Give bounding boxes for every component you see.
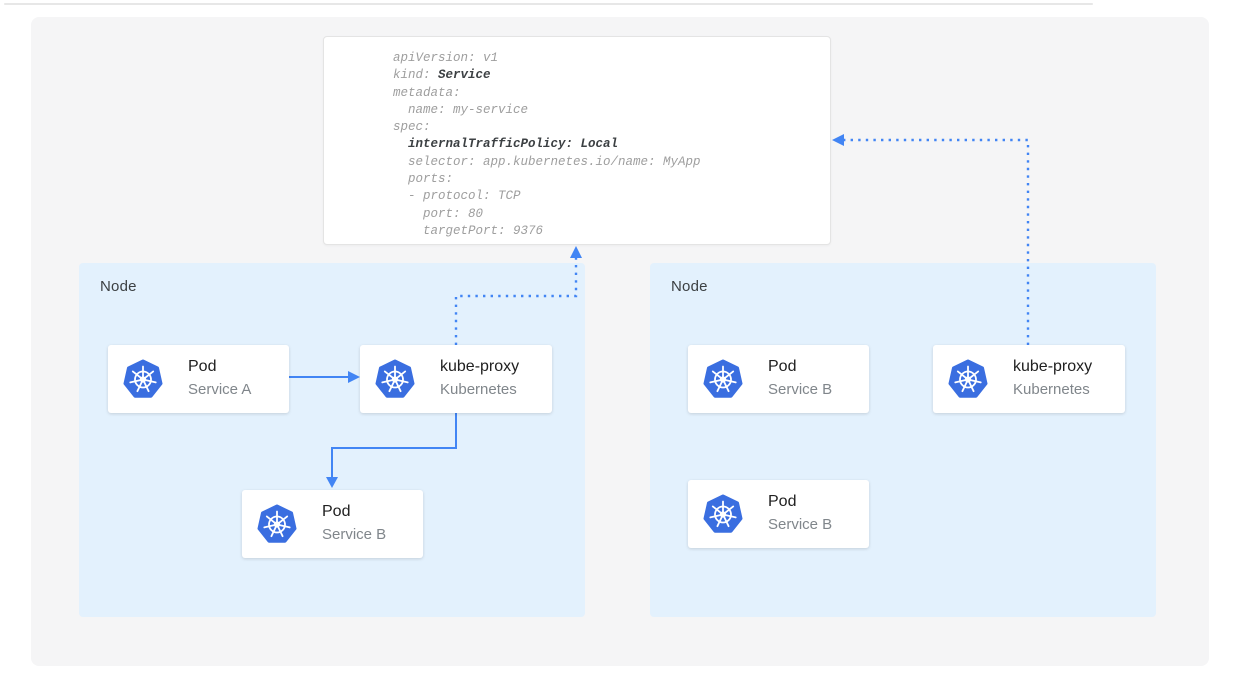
card-title: Pod — [768, 493, 797, 510]
top-divider — [4, 3, 1093, 5]
card-title: kube-proxy — [440, 358, 520, 375]
card-subtitle: Kubernetes — [1013, 381, 1090, 398]
kubernetes-icon — [123, 359, 163, 399]
card-pod-service-a: Pod Service A — [108, 345, 289, 413]
card-title: Pod — [322, 503, 351, 520]
kubernetes-icon — [703, 494, 743, 534]
code-line: metadata: — [393, 85, 461, 100]
code-line: selector: app.kubernetes.io/name: MyApp — [393, 154, 701, 169]
node-2: Node — [650, 263, 1156, 617]
card-pod-service-b-node-2-top: Pod Service B — [688, 345, 869, 413]
card-title: Pod — [768, 358, 797, 375]
yaml-code: apiVersion: v1 kind: Service metadata: nam… — [324, 37, 830, 240]
node-1: Node — [79, 263, 585, 617]
code-line: apiVersion: v1 — [393, 51, 499, 65]
card-title: kube-proxy — [1013, 358, 1093, 375]
card-pod-service-b-node-1: Pod Service B — [242, 490, 423, 558]
card-title: Pod — [188, 358, 217, 375]
card-kube-proxy-node-1: kube-proxy Kubernetes — [360, 345, 552, 413]
card-subtitle: Kubernetes — [440, 381, 517, 398]
service-manifest-card: apiVersion: v1 kind: Service metadata: nam… — [323, 36, 831, 245]
kubernetes-icon — [948, 359, 988, 399]
code-line: internalTrafficPolicy: Local — [408, 137, 619, 152]
card-subtitle: Service B — [322, 526, 387, 543]
code-line: kind: Service — [393, 68, 491, 83]
card-subtitle: Service B — [768, 381, 833, 398]
card-kube-proxy-node-2: kube-proxy Kubernetes — [933, 345, 1125, 413]
code-line: ports: — [393, 172, 454, 187]
code-line: spec: — [393, 120, 431, 135]
kubernetes-icon — [257, 504, 297, 544]
kubernetes-icon — [375, 359, 415, 399]
kubernetes-icon — [703, 359, 743, 399]
code-line: port: 80 — [393, 206, 484, 221]
code-line: name: my-service — [393, 102, 529, 117]
code-line: targetPort: 9376 — [393, 223, 544, 238]
node-2-label: Node — [671, 278, 708, 295]
node-1-label: Node — [100, 278, 137, 295]
card-subtitle: Service A — [188, 381, 252, 398]
code-line: - protocol: TCP — [393, 189, 521, 204]
card-subtitle: Service B — [768, 516, 833, 533]
card-pod-service-b-node-2-bottom: Pod Service B — [688, 480, 869, 548]
